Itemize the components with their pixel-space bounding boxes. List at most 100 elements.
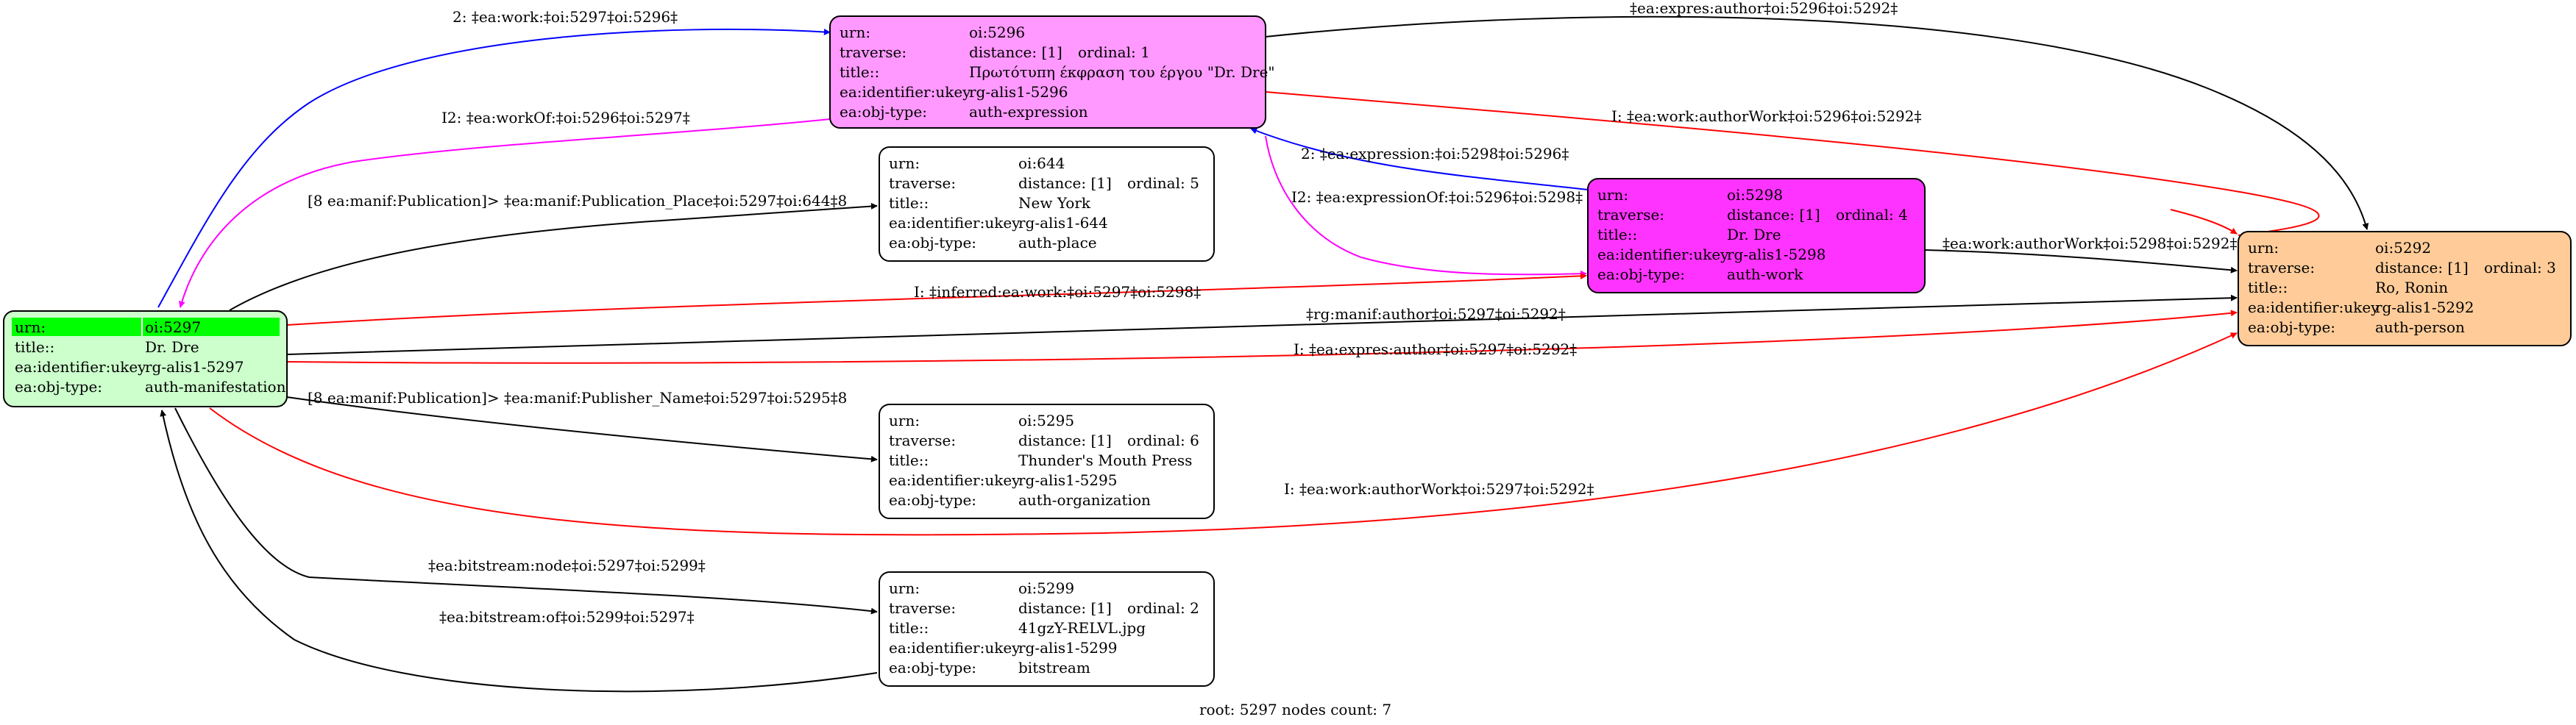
field-value-distance: distance: [1] xyxy=(1727,206,1820,224)
edge-work-authorwork-5298-5292[interactable] xyxy=(1924,249,2238,274)
edge-rg-manif-author[interactable] xyxy=(286,294,2238,355)
field-value-urn: oi:5298 xyxy=(1727,186,1783,204)
field-label-traverse: traverse: xyxy=(840,43,906,61)
field-label-title: title:: xyxy=(840,63,879,81)
field-label-obj-type: ea:obj-type: xyxy=(889,491,976,509)
edge-label-workof-5296-5297: I2: ‡ea:workOf:‡oi:5296‡oi:5297‡ xyxy=(441,109,690,126)
field-label-traverse: traverse: xyxy=(2248,259,2315,276)
graph-summary: root: 5297 nodes count: 7 xyxy=(1199,701,1391,718)
edges: 2: ‡ea:work:‡oi:5297‡oi:5296‡ I2: ‡ea:wo… xyxy=(157,0,2369,693)
edge-label-expres-author-5297-5292: I: ‡ea:expres:author‡oi:5297‡oi:5292‡ xyxy=(1294,340,1577,358)
field-label-ukey: ea:identifier:ukey xyxy=(15,358,146,376)
node-oi-5299[interactable]: urn: oi:5299 traverse: distance: [1] ord… xyxy=(879,571,1215,687)
field-label-obj-type: ea:obj-type: xyxy=(889,234,976,251)
field-value-urn: oi:5295 xyxy=(1018,412,1074,429)
edge-label-bitstream-node: ‡ea:bitstream:node‡oi:5297‡oi:5299‡ xyxy=(428,557,706,574)
field-value-urn: oi:5296 xyxy=(969,24,1025,41)
edge-bitstream-node[interactable] xyxy=(174,407,878,615)
field-value-urn: oi:5299 xyxy=(1018,579,1074,597)
field-label-ukey: ea:identifier:ukey xyxy=(840,83,971,101)
field-value-ukey: rg-alis1-5298 xyxy=(1727,246,1825,263)
edge-work-5297-5296[interactable] xyxy=(157,28,831,308)
edge-label-publication-place: [8 ea:manif:Publication]> ‡ea:manif:Publ… xyxy=(308,192,847,210)
field-value-title: Thunder's Mouth Press xyxy=(1018,451,1192,469)
field-label-urn: urn: xyxy=(1597,186,1628,204)
field-label-title: title:: xyxy=(2248,279,2288,296)
field-label-traverse: traverse: xyxy=(889,599,956,617)
field-value-title: Ro, Ronin xyxy=(2375,279,2448,296)
node-oi-644[interactable]: urn: oi:644 traverse: distance: [1] ordi… xyxy=(879,146,1215,262)
field-label-title: title:: xyxy=(889,194,929,212)
edge-label-work-authorwork-5297-5292: I: ‡ea:work:authorWork‡oi:5297‡oi:5292‡ xyxy=(1284,480,1594,498)
field-value-ordinal: ordinal: 2 xyxy=(1127,599,1199,617)
field-value-obj-type: auth-person xyxy=(2375,318,2465,336)
field-label-title: title:: xyxy=(1597,226,1637,243)
field-value-ordinal: ordinal: 4 xyxy=(1836,206,1908,224)
field-value-title: New York xyxy=(1018,194,1091,212)
field-value-obj-type: auth-place xyxy=(1018,234,1097,251)
field-value-ordinal: ordinal: 6 xyxy=(1127,432,1199,449)
edge-work-authorwork-5296-5292-head xyxy=(2170,209,2238,235)
field-value-obj-type: bitstream xyxy=(1018,659,1090,676)
field-value-ukey: rg-alis1-5295 xyxy=(1018,471,1117,489)
edge-inferred-work[interactable] xyxy=(286,272,1587,326)
field-value-urn: oi:644 xyxy=(1018,154,1065,172)
field-label-urn: urn: xyxy=(889,412,920,429)
field-label-ukey: ea:identifier:ukey xyxy=(889,471,1021,489)
edge-expres-author-5296-5292[interactable] xyxy=(1265,15,2369,230)
field-value-obj-type: auth-work xyxy=(1727,265,1803,283)
edge-label-expres-author-5296-5292: ‡ea:expres:author‡oi:5296‡oi:5292‡ xyxy=(1630,0,1898,17)
edge-publisher-name[interactable] xyxy=(286,396,878,463)
field-value-ordinal: ordinal: 1 xyxy=(1078,43,1150,61)
field-value-urn: oi:5292 xyxy=(2375,239,2431,257)
field-value-title: Dr. Dre xyxy=(1727,226,1781,243)
field-value-distance: distance: [1] xyxy=(969,43,1062,61)
edge-work-authorwork-5296-5292[interactable] xyxy=(1265,91,2320,236)
edge-label-work-authorwork-5298-5292: ‡ea:work:authorWork‡oi:5298‡oi:5292‡ xyxy=(1942,235,2237,252)
field-label-urn: urn: xyxy=(889,579,920,597)
node-oi-5295[interactable]: urn: oi:5295 traverse: distance: [1] ord… xyxy=(879,404,1215,519)
edge-expres-author-5297-5292[interactable] xyxy=(286,310,2238,364)
field-label-title: title:: xyxy=(15,338,54,356)
field-label-obj-type: ea:obj-type: xyxy=(2248,318,2335,336)
field-value-ordinal: ordinal: 3 xyxy=(2484,259,2556,276)
field-label-urn: urn: xyxy=(889,154,920,172)
field-value-obj-type: auth-organization xyxy=(1018,491,1151,509)
edge-label-expression-5298-5296: 2: ‡ea:expression:‡oi:5298‡oi:5296‡ xyxy=(1301,145,1569,162)
field-label-ukey: ea:identifier:ukey xyxy=(889,639,1021,657)
edge-expression-5298-5296[interactable] xyxy=(1250,127,1589,190)
edge-workof-5296-5297[interactable] xyxy=(178,118,831,308)
edge-work-authorwork-5297-5292[interactable] xyxy=(209,332,2238,536)
field-value-title: 41gzY-RELVL.jpg xyxy=(1018,619,1146,637)
field-label-urn: urn: xyxy=(840,24,870,41)
field-label-traverse: traverse: xyxy=(889,174,956,192)
field-label-ukey: ea:identifier:ukey xyxy=(889,214,1021,232)
field-value-title: Dr. Dre xyxy=(145,338,199,356)
edge-publication-place[interactable] xyxy=(229,202,878,311)
edge-expressionof-5296-5298[interactable] xyxy=(1265,135,1587,277)
field-label-urn: urn: xyxy=(2248,239,2279,257)
edge-label-bitstream-of: ‡ea:bitstream:of‡oi:5299‡oi:5297‡ xyxy=(439,608,695,626)
field-value-ukey: rg-alis1-5297 xyxy=(145,358,244,376)
field-value-obj-type: auth-expression xyxy=(969,103,1088,121)
edge-label-inferred-work: I: ‡inferred:ea:work:‡oi:5297‡oi:5298‡ xyxy=(914,283,1201,301)
root-urn-highlight xyxy=(12,318,280,336)
field-value-ukey: rg-alis1-5292 xyxy=(2375,299,2474,316)
field-label-urn: urn: xyxy=(15,318,46,336)
edge-label-publisher-name: [8 ea:manif:Publication]> ‡ea:manif:Publ… xyxy=(308,389,847,407)
field-label-obj-type: ea:obj-type: xyxy=(889,659,976,676)
field-value-distance: distance: [1] xyxy=(1018,174,1112,192)
field-value-ukey: rg-alis1-5299 xyxy=(1018,639,1117,657)
node-oi-5292[interactable]: urn: oi:5292 traverse: distance: [1] ord… xyxy=(2238,231,2572,346)
node-oi-5298[interactable]: urn: oi:5298 traverse: distance: [1] ord… xyxy=(1587,178,1926,293)
field-value-title: Πρωτότυπη έκφραση του έργου "Dr. Dre" xyxy=(969,63,1275,81)
node-oi-5297[interactable]: urn: oi:5297 title:: Dr. Dre ea:identifi… xyxy=(3,310,288,407)
field-value-urn: oi:5297 xyxy=(145,318,201,336)
edge-label-expressionof-5296-5298: I2: ‡ea:expressionOf:‡oi:5296‡oi:5298‡ xyxy=(1291,188,1583,206)
field-label-title: title:: xyxy=(889,619,929,637)
field-label-ukey: ea:identifier:ukey xyxy=(2248,299,2380,316)
node-oi-5296[interactable]: urn: oi:5296 traverse: distance: [1] ord… xyxy=(829,15,1275,129)
field-value-obj-type: auth-manifestation xyxy=(145,378,286,396)
edge-bitstream-of[interactable] xyxy=(160,410,878,693)
